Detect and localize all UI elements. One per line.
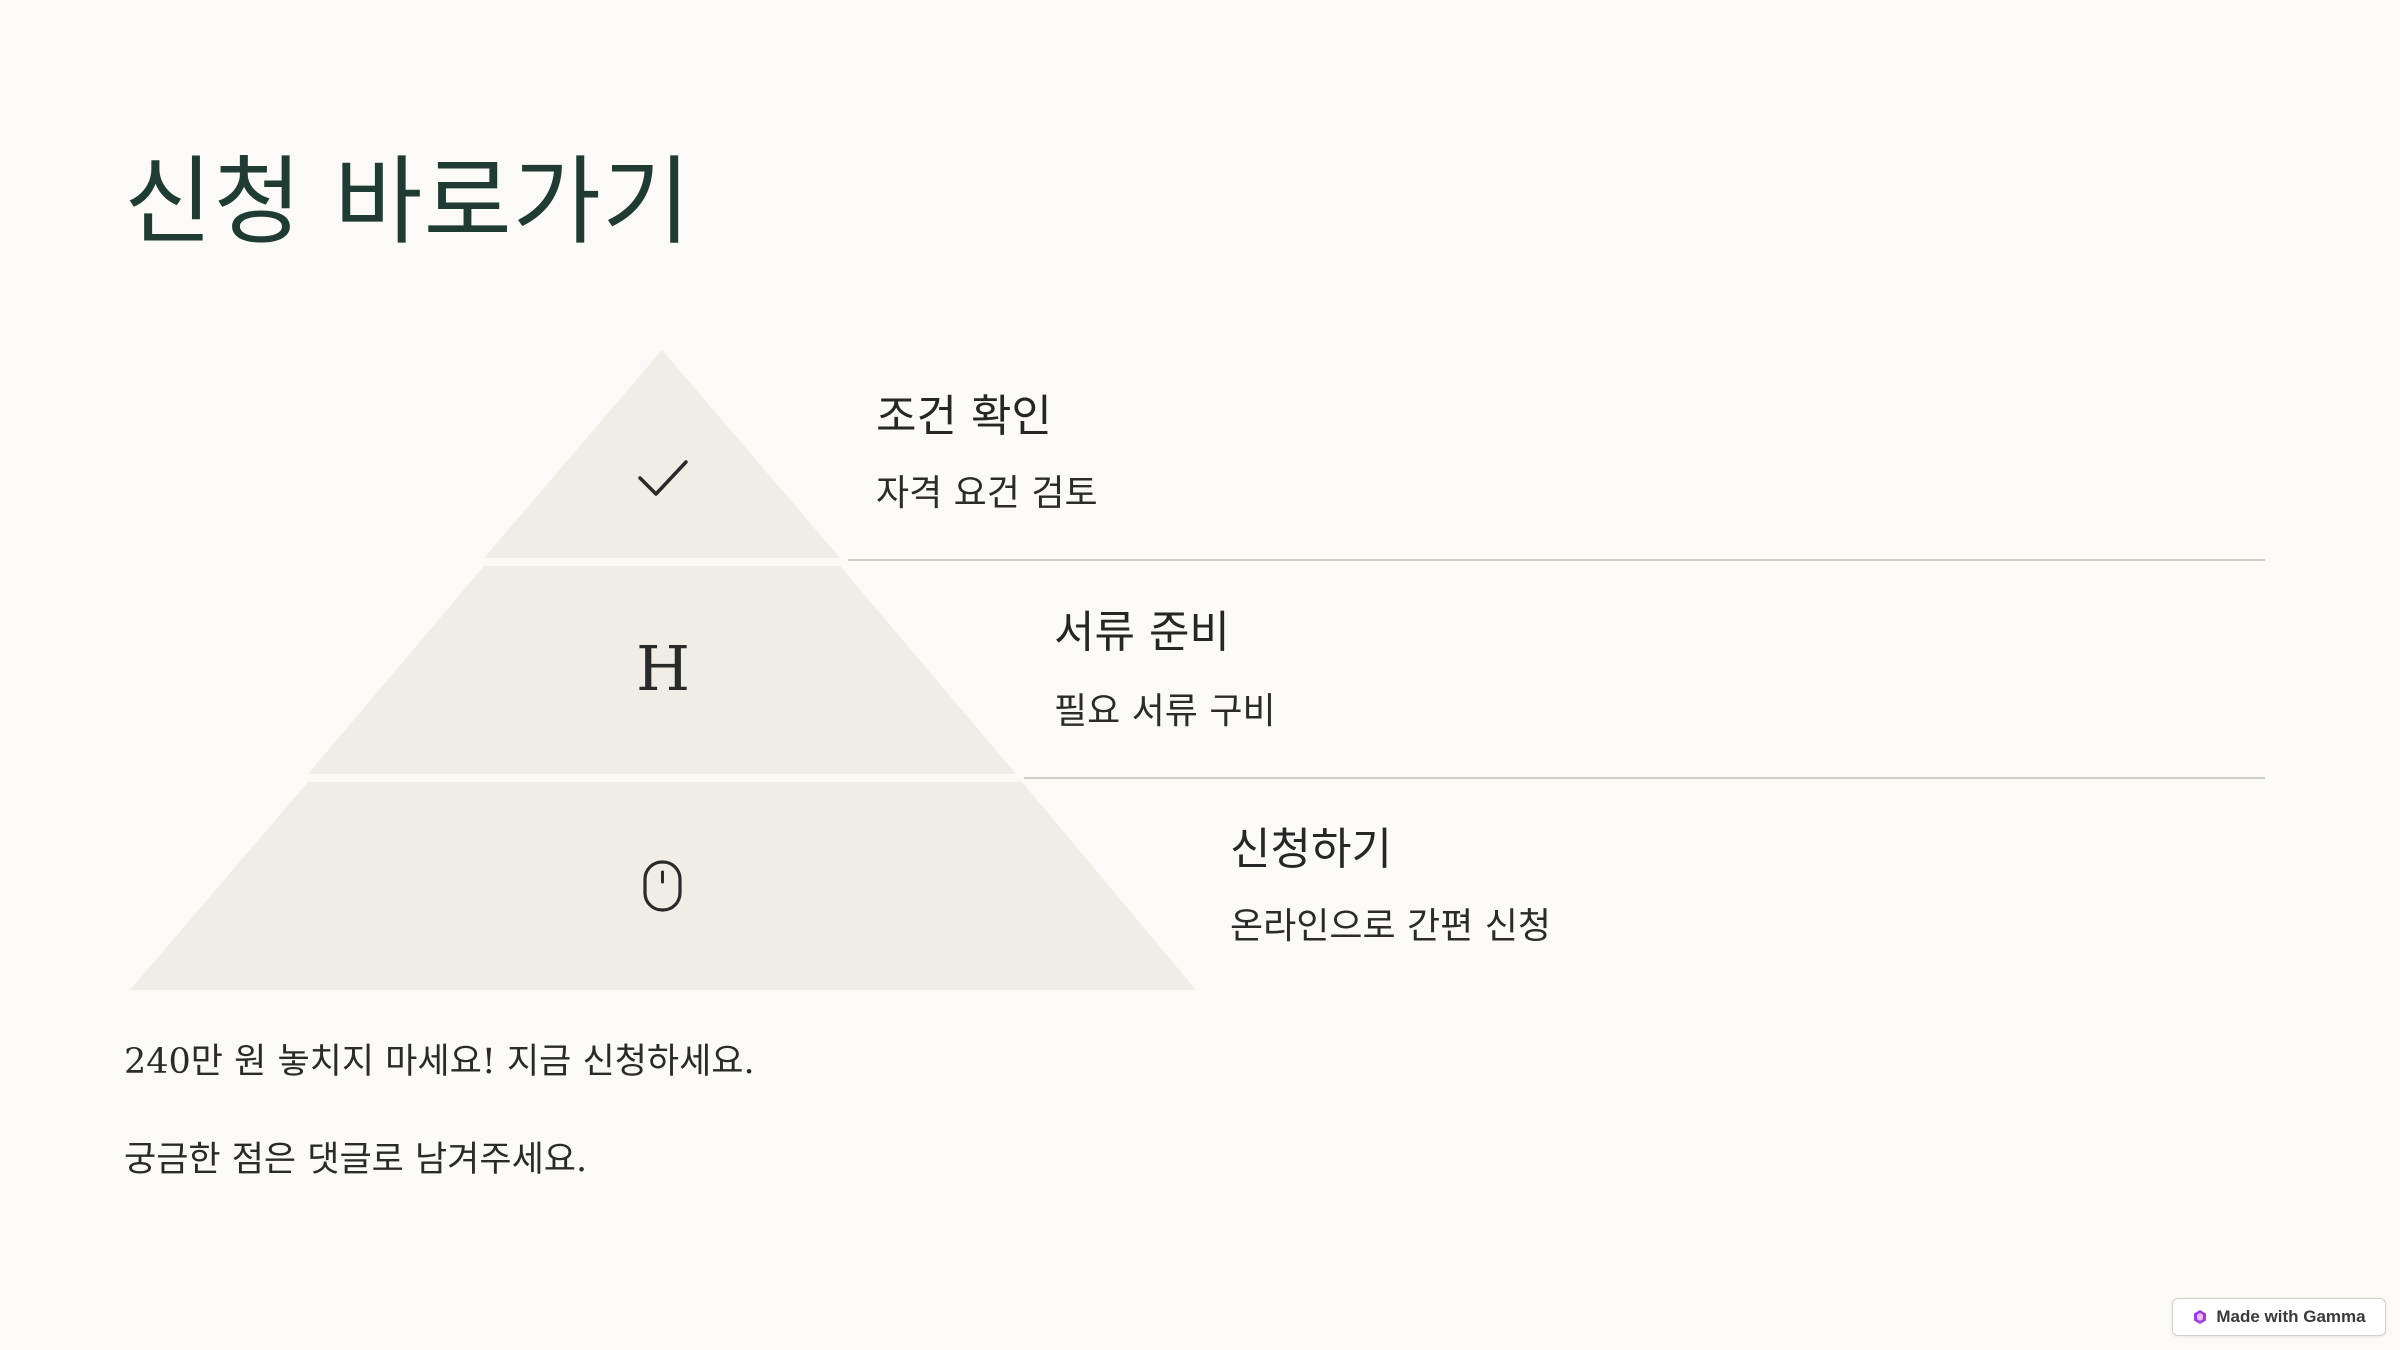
mouse-icon xyxy=(643,860,682,912)
step-title-check: 조건 확인 xyxy=(876,391,1052,442)
pyramid-tier-2 xyxy=(308,566,1016,774)
page-title: 신청 바로가기 xyxy=(124,146,692,258)
pyramid-tier-3 xyxy=(130,782,1196,990)
gamma-logo-icon xyxy=(2194,1310,2207,1324)
step-desc-check: 자격 요건 검토 xyxy=(876,473,1098,514)
gamma-badge-label: Made with Gamma xyxy=(2216,1307,2366,1326)
made-with-gamma-badge[interactable]: Made with Gamma xyxy=(2172,1298,2386,1336)
pyramid-tier-1 xyxy=(484,350,840,558)
cta-text: 240만 원 놓치지 마세요! 지금 신청하세요. xyxy=(124,1042,755,1082)
step-desc-documents: 필요 서류 구비 xyxy=(1054,691,1276,732)
step-title-documents: 서류 준비 xyxy=(1054,607,1230,658)
comment-prompt-text: 궁금한 점은 댓글로 남겨주세요. xyxy=(124,1140,588,1180)
letter-h-icon: H xyxy=(636,632,690,705)
step-desc-apply: 온라인으로 간편 신청 xyxy=(1230,906,1551,947)
checkmark-icon xyxy=(638,460,688,496)
step-title-apply: 신청하기 xyxy=(1230,824,1392,875)
